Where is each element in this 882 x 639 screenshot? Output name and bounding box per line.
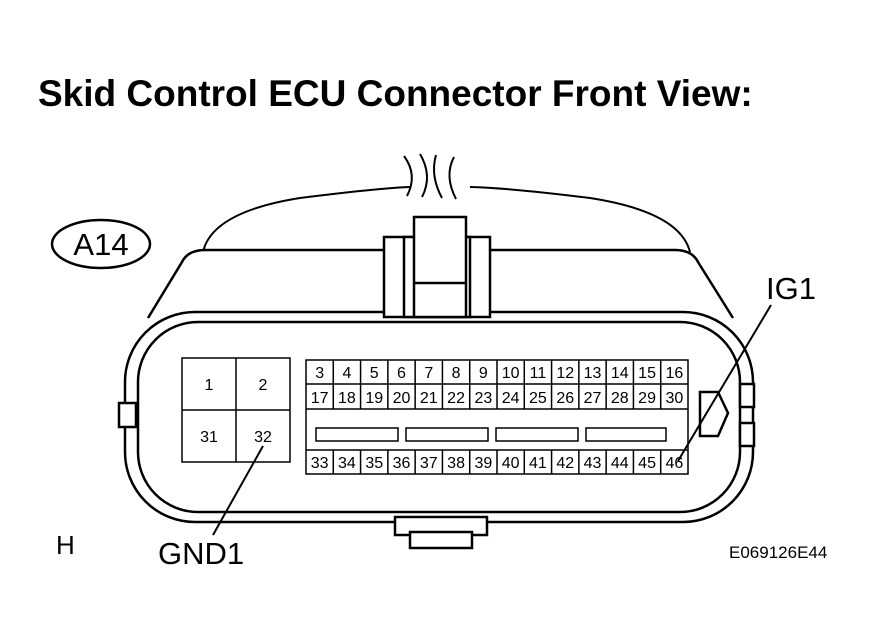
pin-grid-lines bbox=[332, 360, 662, 474]
pin-label: 16 bbox=[665, 365, 683, 382]
pin-label: 12 bbox=[556, 365, 574, 382]
pin-label: 2 bbox=[259, 377, 268, 394]
pin-label: 8 bbox=[452, 365, 461, 382]
pin-label: 27 bbox=[584, 390, 602, 407]
pin-label: 24 bbox=[502, 390, 520, 407]
wire-harness bbox=[202, 153, 691, 253]
pin-label: 30 bbox=[665, 390, 683, 407]
callout-lines bbox=[212, 304, 772, 536]
pin-label: 38 bbox=[447, 455, 465, 472]
pin-label: 19 bbox=[365, 390, 383, 407]
pin-label: 14 bbox=[611, 365, 629, 382]
pin-label: 35 bbox=[365, 455, 383, 472]
pin-label: 32 bbox=[254, 429, 272, 446]
h-label: H bbox=[56, 530, 75, 560]
figure-id: E069126E44 bbox=[729, 543, 827, 562]
pin-label: 17 bbox=[311, 390, 329, 407]
pin-label: 39 bbox=[474, 455, 492, 472]
pin-label: 22 bbox=[447, 390, 465, 407]
pin-label: 31 bbox=[200, 429, 218, 446]
locking-latch bbox=[382, 215, 492, 319]
pin-label: 23 bbox=[474, 390, 492, 407]
pin-label: 45 bbox=[638, 455, 656, 472]
pin-label: 15 bbox=[638, 365, 656, 382]
diagram-title: Skid Control ECU Connector Front View: bbox=[38, 73, 753, 114]
pin-label: 28 bbox=[611, 390, 629, 407]
ig1-label: IG1 bbox=[766, 271, 816, 306]
pin-label: 18 bbox=[338, 390, 356, 407]
pin-label: 21 bbox=[420, 390, 438, 407]
pin-label: 13 bbox=[584, 365, 602, 382]
pin-label: 4 bbox=[342, 365, 351, 382]
pin-label: 9 bbox=[479, 365, 488, 382]
pin-label: 5 bbox=[370, 365, 379, 382]
pin-label: 7 bbox=[424, 365, 433, 382]
pin-label: 44 bbox=[611, 455, 629, 472]
pin-label: 43 bbox=[584, 455, 602, 472]
connector-code: A14 bbox=[73, 227, 128, 262]
pin-label: 42 bbox=[556, 455, 574, 472]
pin-label: 34 bbox=[338, 455, 356, 472]
pin-label: 40 bbox=[502, 455, 520, 472]
pin-label: 29 bbox=[638, 390, 656, 407]
pin-label: 41 bbox=[529, 455, 547, 472]
pin-label: 20 bbox=[393, 390, 411, 407]
pin-label: 26 bbox=[556, 390, 574, 407]
pin-label: 33 bbox=[311, 455, 329, 472]
pin-label: 10 bbox=[502, 365, 520, 382]
pin-label: 1 bbox=[205, 377, 214, 394]
pin-label: 37 bbox=[420, 455, 438, 472]
gnd1-label: GND1 bbox=[158, 536, 244, 571]
large-pin-labels: 1 2 31 32 bbox=[200, 377, 272, 446]
pin-label: 3 bbox=[315, 365, 324, 382]
side-tabs bbox=[117, 382, 756, 448]
connector-code-badge: A14 bbox=[50, 218, 152, 270]
bottom-key bbox=[393, 515, 489, 550]
pin-label: 36 bbox=[393, 455, 411, 472]
large-pin-block bbox=[181, 357, 291, 463]
pin-label: 6 bbox=[397, 365, 406, 382]
pin-label: 11 bbox=[530, 365, 547, 382]
pin-label: 25 bbox=[529, 390, 547, 407]
